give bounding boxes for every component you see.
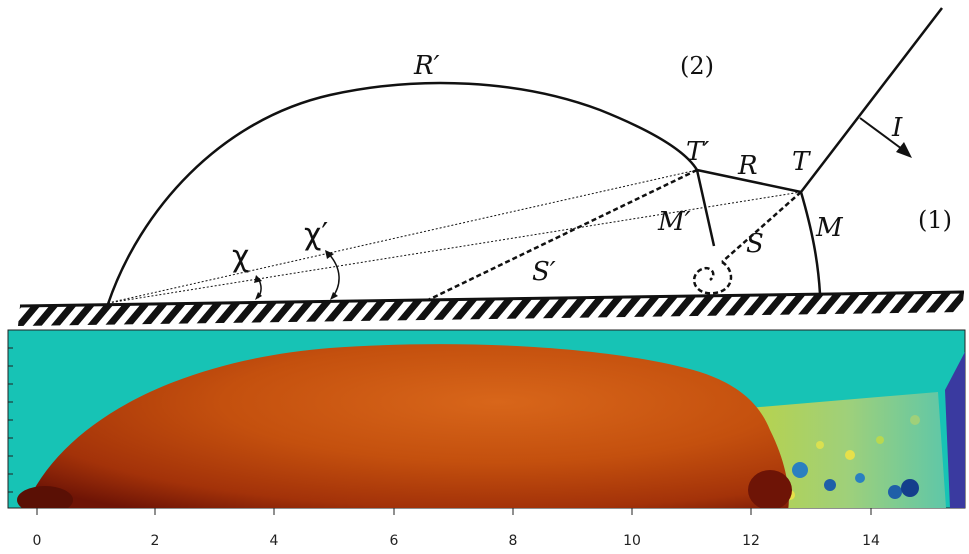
- bubble-rear-vortex: [748, 470, 792, 508]
- x-axis: [36, 508, 872, 515]
- incident-arrow-shaft: [859, 117, 907, 153]
- label-T-prime: T′: [686, 137, 709, 167]
- label-R-prime: R′: [413, 51, 440, 81]
- label-region-2: (2): [680, 52, 714, 80]
- tick-label: 0: [33, 533, 42, 549]
- tick-label: 8: [509, 533, 518, 549]
- vortex-spiral: [692, 260, 733, 295]
- label-S: S: [746, 229, 764, 259]
- angle-arc-chi-prime: [327, 252, 340, 299]
- tick-label: 4: [270, 533, 279, 549]
- angle-arc-chi-head-bottom: [255, 292, 262, 300]
- slip-line-S-prime: [427, 168, 698, 302]
- incident-arrow-head: [896, 142, 912, 158]
- label-M-prime: M′: [657, 207, 691, 237]
- mach-stem-M-prime: [695, 169, 716, 247]
- label-S-prime: S′: [532, 257, 556, 287]
- label-chi: χ: [232, 239, 249, 274]
- tick-label: 12: [742, 533, 760, 549]
- slip-line-S: [721, 191, 802, 263]
- label-I: I: [891, 113, 903, 143]
- tick-label: 10: [623, 533, 641, 549]
- angle-ray-chi-prime: [107, 169, 698, 304]
- wake-region: [748, 392, 946, 508]
- tick-label: 2: [151, 533, 160, 549]
- reflected-wave-R: [696, 168, 802, 194]
- angle-arc-chi-head-top: [254, 275, 262, 283]
- x-axis-tick-labels: 0 2 4 6 8 10 12 14: [33, 533, 880, 549]
- label-R: R: [737, 151, 758, 181]
- incident-region: [945, 351, 965, 508]
- angle-ray-chi: [107, 191, 802, 304]
- incident-shock: [800, 7, 943, 193]
- tick-label: 6: [390, 533, 399, 549]
- bubble-front-curve: [106, 81, 699, 305]
- tick-label: 14: [862, 533, 880, 549]
- label-chi-prime: χ′: [304, 217, 328, 252]
- angle-arc-chi-prime-head-bottom: [330, 292, 338, 300]
- schematic-diagram: R′ (2) (1) T′ R T I M′ M S S′ χ χ′: [18, 7, 965, 326]
- label-T: T: [792, 147, 811, 177]
- label-M: M: [815, 213, 844, 243]
- bubble-corner-vortex: [17, 486, 73, 508]
- label-region-1: (1): [918, 206, 952, 234]
- mach-stem-M: [799, 191, 822, 295]
- angle-arc-chi-prime-head: [325, 250, 334, 259]
- left-edge-ticks: [8, 347, 13, 493]
- simulation-panel: 0 2 4 6 8 10 12 14: [7, 329, 966, 549]
- wall: [18, 290, 965, 326]
- bubble-region: [24, 344, 789, 508]
